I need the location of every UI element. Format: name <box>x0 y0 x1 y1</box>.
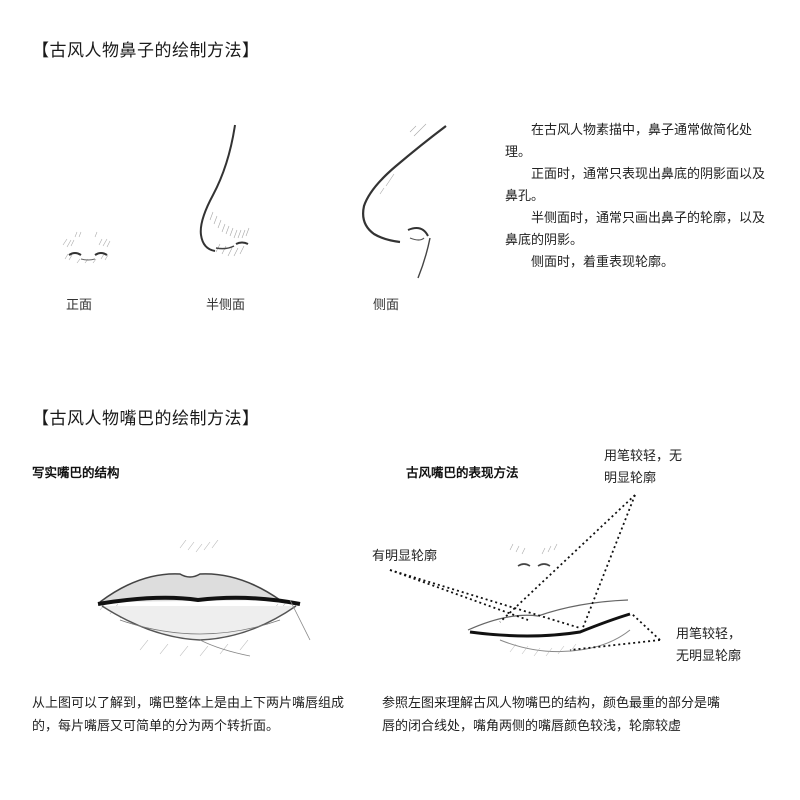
ancient-mouth-subtitle: 古风嘴巴的表现方法 <box>406 465 519 480</box>
nose-description: 在古风人物素描中，鼻子通常做简化处理。 正面时，通常只表现出鼻底的阴影面以及鼻孔… <box>505 120 775 274</box>
nose-paragraph: 正面时，通常只表现出鼻底的阴影面以及鼻孔。 <box>505 167 766 204</box>
nose-paragraph: 在古风人物素描中，鼻子通常做简化处理。 <box>505 123 753 160</box>
caption-side: 侧面 <box>373 298 400 313</box>
caption-half-side: 半侧面 <box>206 298 246 313</box>
caption-front: 正面 <box>66 298 93 313</box>
ancient-mouth-description: 参照左图来理解古风人物嘴巴的结构，颜色最重的部分是嘴唇的闭合线处，嘴角两侧的嘴唇… <box>382 696 721 734</box>
annotation-line: 明显轮廓 <box>604 471 657 486</box>
annotation-light-pen-top: 用笔较轻，无 明显轮廓 <box>604 446 682 490</box>
ancient-lips-sketch <box>389 494 661 657</box>
annotation-line: 用笔较轻， <box>676 627 742 642</box>
nose-paragraph: 半侧面时，通常只画出鼻子的轮廓，以及鼻底的阴影。 <box>505 211 766 248</box>
realistic-mouth-description: 从上图可以了解到，嘴巴整体上是由上下两片嘴唇组成的，每片嘴唇又可简单的分为两个转… <box>32 696 345 734</box>
nose-half-side-sketch <box>199 124 250 257</box>
mouth-section-heading: 【古风人物嘴巴的绘制方法】 <box>32 409 260 429</box>
realistic-lips-sketch <box>97 540 311 657</box>
realistic-mouth-subtitle: 写实嘴巴的结构 <box>32 465 120 480</box>
nose-side-sketch <box>362 123 447 279</box>
annotation-line: 用笔较轻，无 <box>604 449 683 464</box>
annotation-clear-outline: 有明显轮廓 <box>372 549 438 564</box>
annotation-line: 无明显轮廓 <box>676 649 742 664</box>
nose-section-heading: 【古风人物鼻子的绘制方法】 <box>32 41 260 61</box>
nose-paragraph: 侧面时，着重表现轮廓。 <box>531 255 675 270</box>
nose-front-sketch <box>62 231 111 264</box>
annotation-light-pen-right: 用笔较轻， 无明显轮廓 <box>676 624 741 668</box>
